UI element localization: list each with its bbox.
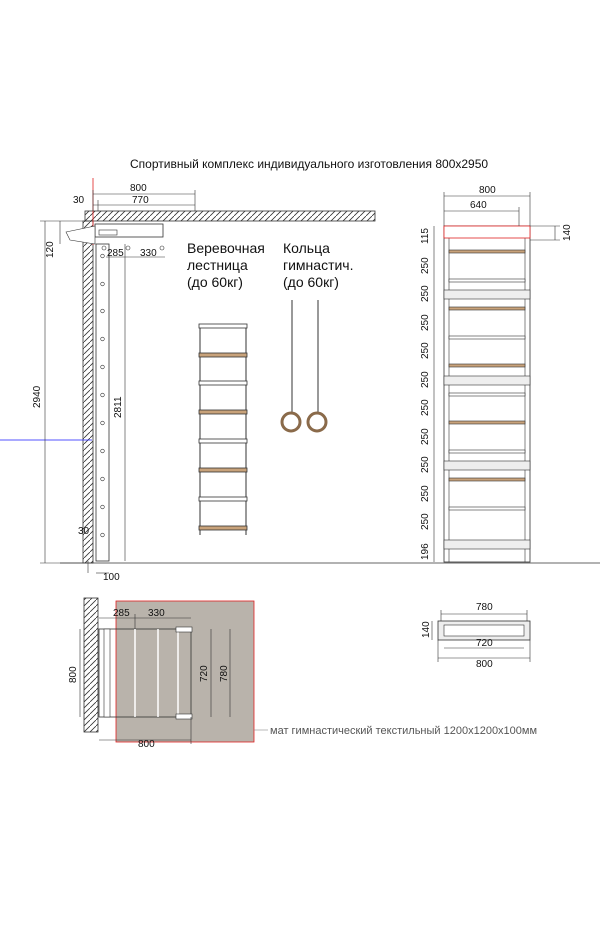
dim-front-step: 250 bbox=[420, 513, 431, 530]
dim-side-30-bottom: 30 bbox=[78, 526, 90, 537]
dim-plan-720: 720 bbox=[199, 665, 210, 682]
plan-wall-hatch bbox=[83, 597, 99, 733]
dim-side-100: 100 bbox=[103, 572, 120, 583]
dim-plan-330: 330 bbox=[148, 608, 165, 619]
plan-view: 285 330 800 720 780 800 мат гимнастическ… bbox=[68, 597, 537, 750]
wall-post bbox=[95, 243, 110, 562]
dim-front-step: 250 bbox=[420, 456, 431, 473]
dim-top-780: 780 bbox=[476, 602, 493, 613]
wall-hatch bbox=[82, 220, 94, 564]
rings-label-3: (до 60кг) bbox=[283, 274, 339, 290]
dim-front-step: 250 bbox=[420, 371, 431, 388]
dim-front-step: 250 bbox=[420, 428, 431, 445]
dim-top-140: 140 bbox=[421, 621, 432, 638]
ceiling-hatch bbox=[84, 210, 376, 222]
rings-label-1: Кольца bbox=[283, 240, 330, 256]
dim-front-115: 115 bbox=[420, 228, 431, 244]
side-view: 800 770 30 120 285 330 2940 2811 30 100 bbox=[0, 178, 600, 583]
dim-plan-285: 285 bbox=[113, 608, 130, 619]
dim-side-30: 30 bbox=[73, 195, 85, 206]
dim-front-800: 800 bbox=[479, 185, 496, 196]
rings-label-2: гимнастич. bbox=[283, 257, 354, 273]
dim-plan-800-left: 800 bbox=[68, 666, 79, 683]
dim-front-step: 250 bbox=[420, 314, 431, 331]
dim-front-step: 250 bbox=[420, 485, 431, 502]
rope-ladder-label-3: (до 60кг) bbox=[187, 274, 243, 290]
gym-mat bbox=[115, 600, 255, 743]
post-holes bbox=[100, 253, 105, 538]
dim-plan-780: 780 bbox=[219, 665, 230, 682]
dim-front-step: 250 bbox=[420, 285, 431, 302]
plan-frame bbox=[98, 628, 192, 718]
rope-ladder-label-2: лестница bbox=[187, 257, 248, 273]
dim-top-800: 800 bbox=[476, 659, 493, 670]
dim-front-140: 140 bbox=[562, 224, 573, 241]
mat-label: мат гимнастический текстильный 1200х1200… bbox=[270, 725, 537, 737]
dim-side-770: 770 bbox=[132, 195, 149, 206]
top-view: 780 140 720 800 bbox=[421, 602, 531, 670]
dim-top-720: 720 bbox=[476, 638, 493, 649]
dim-side-2940: 2940 bbox=[32, 385, 43, 408]
rope-ladder: Веревочная лестница (до 60кг) bbox=[187, 240, 265, 535]
dim-side-285: 285 bbox=[107, 248, 124, 259]
dim-front-step: 250 bbox=[420, 399, 431, 416]
front-view: 800 640 140 115 250 250 250 250 250 250 … bbox=[420, 185, 573, 563]
gymnastic-rings: Кольца гимнастич. (до 60кг) bbox=[280, 240, 354, 433]
dim-front-640: 640 bbox=[470, 200, 487, 211]
dim-front-step: 250 bbox=[420, 257, 431, 274]
dim-side-120: 120 bbox=[45, 241, 56, 258]
dim-front-196: 196 bbox=[420, 543, 431, 560]
dim-side-2811: 2811 bbox=[113, 396, 124, 418]
dim-plan-800-bottom: 800 bbox=[138, 739, 155, 750]
dim-side-800: 800 bbox=[130, 183, 147, 194]
drawing-title: Спортивный комплекс индивидуального изго… bbox=[130, 157, 488, 171]
rope-ladder-label-1: Веревочная bbox=[187, 240, 265, 256]
bracket-support bbox=[65, 225, 96, 245]
dim-side-330: 330 bbox=[140, 248, 157, 259]
dim-front-step: 250 bbox=[420, 342, 431, 359]
